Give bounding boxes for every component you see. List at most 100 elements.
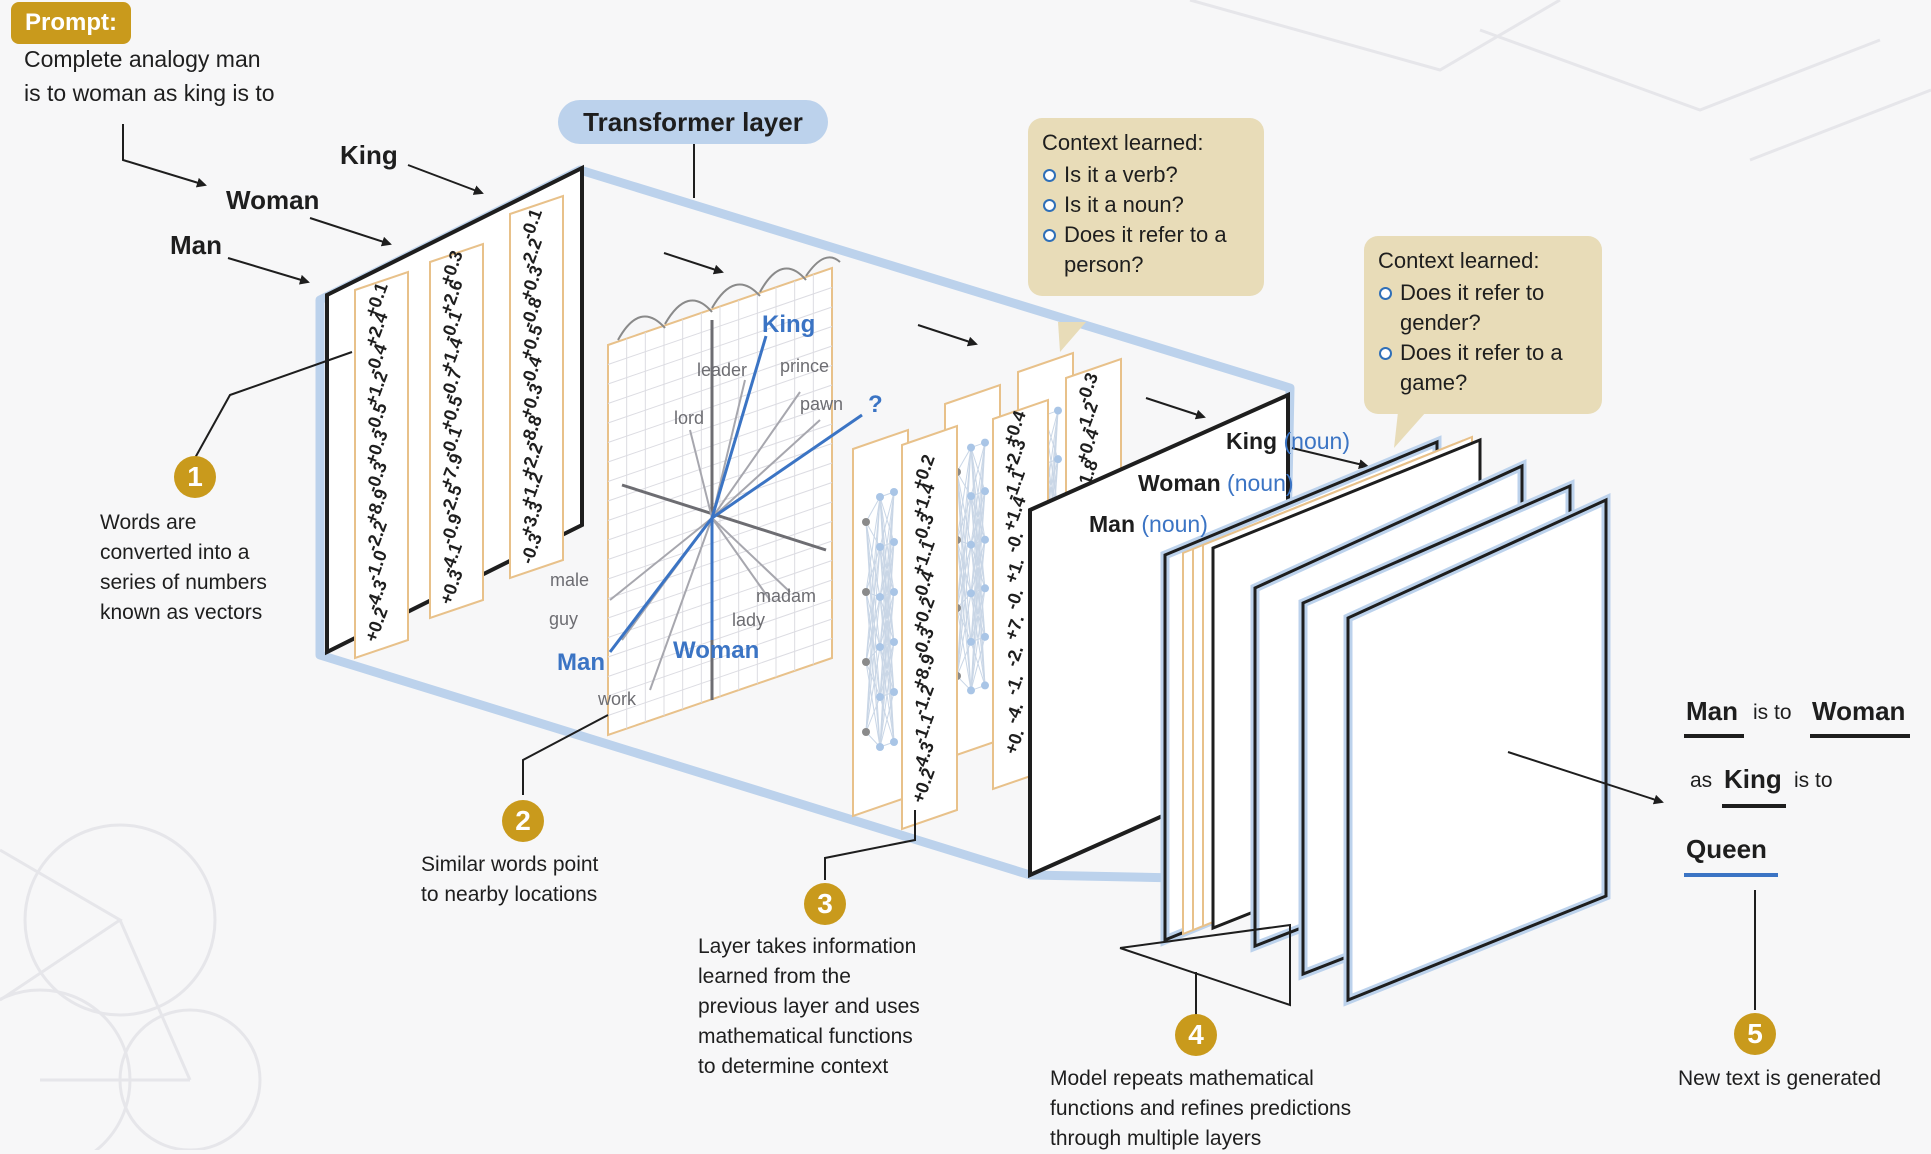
caption-line: learned from the: [698, 965, 851, 988]
network-edge: [865, 596, 881, 733]
network-node: [890, 688, 898, 696]
network-edge: [970, 636, 986, 691]
grid-line: [607, 638, 833, 716]
network-edge: [879, 491, 895, 748]
network-edge: [865, 496, 881, 733]
step-3-leader: [824, 810, 916, 880]
context-callout-2-title: Context learned:: [1378, 248, 1540, 273]
network-edge: [956, 447, 972, 677]
context-question: Does it refer to gender?: [1378, 278, 1588, 338]
step-2-badge: 2: [502, 800, 544, 842]
grid-line: [607, 423, 833, 502]
tagged-word-woman-text: Woman: [1138, 470, 1221, 496]
step-1-leader: [194, 351, 353, 459]
network-edge: [865, 661, 881, 698]
output-underlines: [1684, 734, 1910, 877]
context-callout-1-title: Context learned:: [1042, 130, 1204, 155]
grid-line: [607, 618, 833, 697]
step-2-leader: [522, 714, 609, 795]
network-edge: [879, 491, 895, 548]
network-edge: [865, 661, 881, 748]
network-edge: [879, 541, 895, 748]
network-node: [876, 693, 884, 701]
embedding-word-guy: guy: [549, 609, 578, 629]
context-question: Does it refer to a game?: [1378, 338, 1588, 398]
network-node: [981, 584, 989, 593]
network-edge: [956, 447, 972, 473]
network-node: [876, 593, 884, 601]
network-node: [981, 438, 989, 447]
output-arrow: [1507, 751, 1664, 805]
network-edge: [865, 546, 881, 593]
network-node: [967, 540, 975, 549]
caption-line: known as vectors: [100, 601, 263, 624]
network-edge: [865, 546, 881, 733]
input-word-woman: Woman: [226, 185, 320, 215]
step-4-badge: 4: [1175, 1014, 1217, 1056]
embedding-word-king: King: [762, 311, 815, 338]
network-edge: [956, 544, 972, 609]
network-node: [890, 488, 898, 496]
grid-line: [607, 365, 833, 443]
network-edge: [956, 593, 972, 677]
context-question: Is it a verb?: [1042, 160, 1250, 190]
output-word-king: King: [1724, 764, 1782, 794]
callout-1-tail: [1058, 322, 1086, 352]
network-node: [967, 686, 975, 695]
output-answer-queen: Queen: [1686, 834, 1767, 864]
network-node: [981, 535, 989, 544]
noun-tag: (noun): [1141, 511, 1208, 537]
context-callout-1: Context learned: Is it a verb? Is it a n…: [1028, 118, 1264, 296]
step-3-badge: 3: [804, 883, 846, 925]
step-3-caption: Layer takes information learned from the…: [698, 932, 920, 1082]
tagged-word-woman: Woman (noun): [1138, 470, 1294, 497]
output-word-woman: Woman: [1812, 696, 1906, 726]
embedding-space-panel: [607, 256, 863, 737]
caption-line: mathematical functions: [698, 1025, 913, 1048]
output-is-to-2: is to: [1794, 769, 1833, 792]
tagged-word-king-text: King: [1226, 428, 1278, 454]
noun-tag: (noun): [1283, 428, 1350, 454]
step-5-caption: New text is generated: [1678, 1064, 1881, 1094]
output-word-man: Man: [1686, 696, 1738, 726]
network-node: [890, 588, 898, 596]
embedding-word-leader: leader: [697, 360, 747, 380]
grid-line: [607, 599, 833, 677]
network-edge: [865, 496, 881, 663]
embedding-word-prince: prince: [780, 356, 829, 376]
network-edge: [865, 646, 881, 733]
tagged-word-man-text: Man: [1089, 511, 1135, 537]
network-edge: [879, 691, 895, 748]
network-node: [876, 643, 884, 651]
network-node: [981, 681, 989, 690]
grid-line: [607, 345, 833, 424]
grid-line: [607, 501, 833, 580]
input-arrows: [122, 124, 484, 285]
context-question: Does it refer to a person?: [1042, 220, 1250, 280]
grid-line: [607, 482, 833, 560]
network-node: [967, 492, 975, 501]
network-edge: [879, 591, 895, 748]
network-edge: [865, 591, 881, 748]
grid-line: [607, 326, 833, 404]
embedding-word-woman: Woman: [673, 637, 759, 664]
context-callout-2: Context learned: Does it refer to gender…: [1364, 236, 1602, 414]
embedding-word-lady: lady: [732, 610, 765, 630]
tagged-word-king: King (noun): [1226, 428, 1350, 455]
transformer-layer-label: Transformer layer: [558, 100, 828, 144]
network-edge: [956, 539, 972, 691]
network-edge: [956, 447, 972, 609]
network-edge: [956, 496, 972, 609]
network-edge: [956, 607, 972, 643]
network-edge: [970, 442, 986, 691]
network-node: [862, 588, 870, 596]
caption-line: converted into a: [100, 541, 250, 564]
network-node: [981, 632, 989, 641]
caption-line: New text is generated: [1678, 1067, 1882, 1090]
vector-column-king: -0.1-2.2+0.3-0.8+0.5-0.4+0.3-8.8+2.2+1.2…: [509, 194, 564, 580]
network-edge: [970, 539, 986, 691]
step-2-caption: Similar words point to nearby locations: [421, 850, 598, 910]
grid-line: [607, 579, 833, 658]
